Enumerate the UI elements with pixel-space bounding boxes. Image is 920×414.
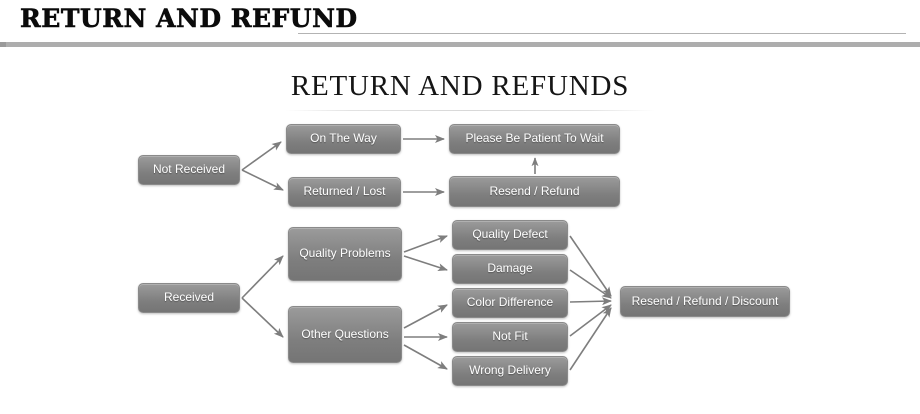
edge-quality-problems-damage [403,255,448,272]
node-quality-problems[interactable]: Quality Problems [288,227,402,281]
node-wrong-delivery[interactable]: Wrong Delivery [452,356,568,386]
node-other-questions[interactable]: Other Questions [288,306,402,363]
node-not-received[interactable]: Not Received [138,155,240,185]
node-color-difference[interactable]: Color Difference [452,288,568,318]
edge-other-questions-wrong-delivery [403,344,448,370]
edge-not-received-on-the-way [241,141,282,171]
node-not-fit[interactable]: Not Fit [452,322,568,352]
node-please-be-patient[interactable]: Please Be Patient To Wait [449,124,620,154]
edge-not-received-returned-lost [241,169,284,191]
page-title-underline [285,110,655,111]
node-resend-refund[interactable]: Resend / Refund [449,176,620,207]
header-title: RETURN AND REFUND [20,4,358,34]
edge-received-quality-problems [241,255,284,299]
page-title: RETURN AND REFUNDS [290,70,630,102]
edge-color-difference-result [569,297,612,306]
node-on-the-way[interactable]: On The Way [286,124,401,154]
edge-wrong-delivery-result [569,307,612,371]
node-damage[interactable]: Damage [452,254,568,284]
node-quality-defect[interactable]: Quality Defect [452,220,568,250]
page-header: RETURN AND REFUND [0,0,920,48]
edge-quality-problems-quality-defect [403,235,448,253]
header-rule [298,33,906,34]
edge-received-other-questions [241,297,284,338]
header-gray-bar-cap [0,42,6,47]
node-resend-refund-discount[interactable]: Resend / Refund / Discount [620,286,790,317]
edge-quality-defect-result [569,235,612,297]
node-received[interactable]: Received [138,283,240,313]
edge-not-fit-result [569,304,612,337]
node-returned-lost[interactable]: Returned / Lost [288,177,401,207]
header-gray-bar [0,42,920,47]
edge-other-questions-color-difference [403,304,448,329]
edge-damage-result [569,269,612,299]
